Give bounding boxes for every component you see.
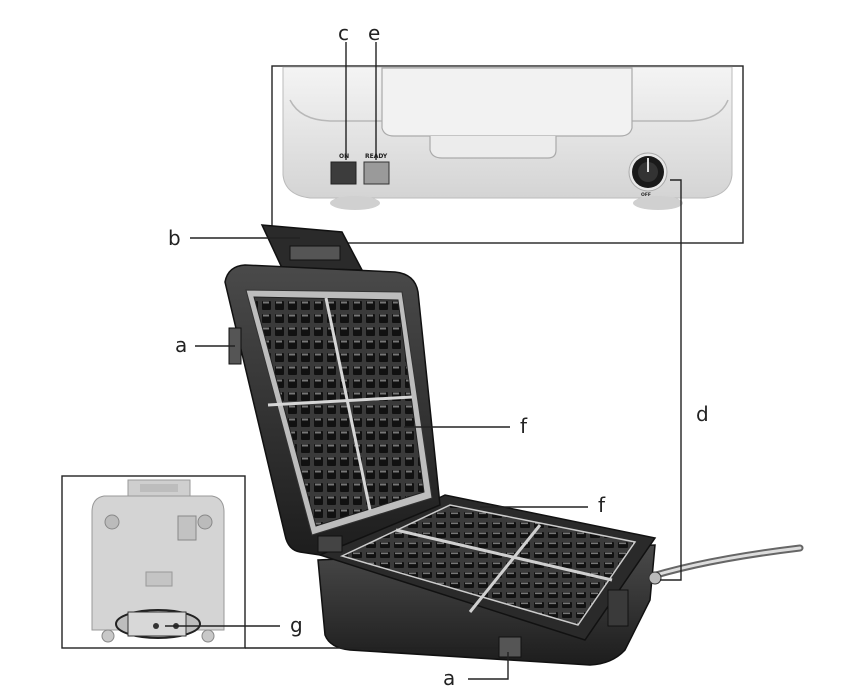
callout-g: g <box>290 613 303 637</box>
base-handle-latch <box>498 636 522 658</box>
dial-off-label: OFF <box>641 192 651 198</box>
cord-storage-wrap <box>115 609 201 639</box>
waffle-maker-base <box>317 494 662 666</box>
on-indicator-light <box>330 161 357 185</box>
underside-inset <box>61 475 246 649</box>
callout-a-side: a <box>175 333 187 357</box>
callout-b: b <box>168 226 181 250</box>
callout-d: d <box>696 402 709 426</box>
callout-c: c <box>338 21 349 45</box>
callout-f-lower: f <box>598 493 606 517</box>
ready-indicator-light <box>363 161 390 185</box>
waffle-maker-lid <box>224 224 441 556</box>
lid-handle-top <box>381 67 633 137</box>
callout-f-upper: f <box>520 414 528 438</box>
power-cord <box>636 544 804 584</box>
control-panel-inset: ON READY OFF <box>271 65 744 244</box>
callout-e: e <box>368 21 380 45</box>
temperature-dial: OFF <box>628 152 668 198</box>
on-light-label: ON <box>339 153 349 160</box>
upper-waffle-plate <box>253 296 425 527</box>
callout-a-front: a <box>443 666 455 690</box>
